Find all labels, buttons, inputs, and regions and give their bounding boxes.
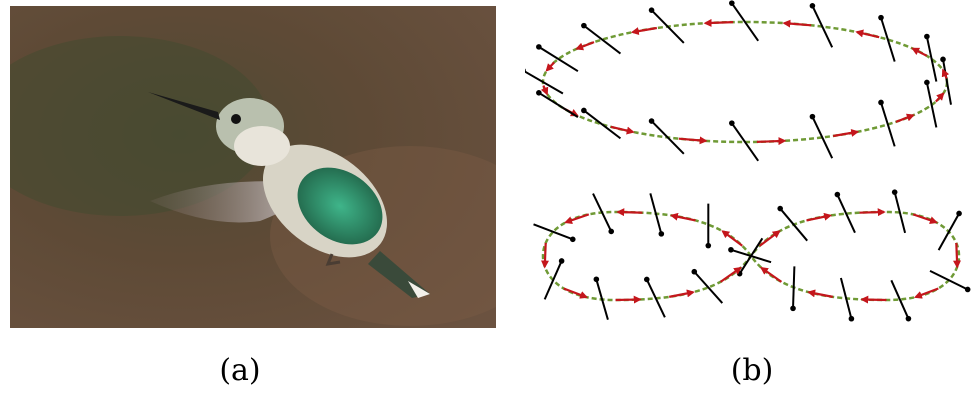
ellipse-arrow-9 (547, 62, 554, 70)
ellipse-wing-1-line (943, 59, 951, 104)
figure-eight-wing-16-dot (906, 316, 912, 322)
ellipse-arrow-3 (833, 132, 857, 136)
ellipse-wing-8-line (539, 93, 578, 117)
figure-eight-wing-18-line (793, 266, 794, 308)
figure-eight-wing-7-dot (594, 276, 600, 282)
ellipse-wing-strokes (525, 0, 951, 160)
figure-eight-arrow-4 (566, 214, 589, 222)
ellipse-wing-7-line (584, 110, 621, 138)
figure-eight-wing-11-dot (777, 206, 783, 212)
figure-eight-wing-10-dot (728, 247, 734, 253)
ellipse-arrow-14 (857, 32, 879, 37)
figure-eight-arrow-6 (564, 288, 587, 297)
ellipse-wing-14-dot (810, 3, 816, 9)
figure-eight-arrow-14 (956, 243, 957, 267)
ellipse-wing-7-dot (581, 108, 587, 114)
ellipse-wing-1-dot (940, 57, 946, 63)
figure-eight-wing-13-dot (892, 189, 898, 195)
ellipse-wing-8-dot (536, 90, 542, 96)
figure-eight-wing-15-line (930, 271, 968, 290)
ellipse-wing-4-dot (810, 114, 816, 120)
figure-eight-wing-6-dot (559, 258, 565, 264)
ellipse-wing-3-dot (878, 100, 884, 106)
figure-eight-wing-6-line (545, 261, 562, 299)
ellipse-arrow-10 (577, 42, 594, 49)
caption-b: (b) (712, 353, 792, 388)
figure-eight-wing-8-dot (644, 277, 650, 283)
caption-a: (a) (200, 353, 280, 388)
ellipse-wing-12-line (652, 10, 684, 43)
figure-eight-wing-1-dot (737, 271, 743, 277)
ellipse-arrow-1 (936, 94, 943, 102)
ellipse-wing-15-line (881, 18, 895, 62)
figure-eight-arrow-18 (762, 268, 782, 282)
ellipse-arrow-5 (679, 139, 706, 141)
ellipse-wing-10-dot (536, 44, 542, 50)
wing-trajectory-diagram (525, 0, 971, 345)
figure-eight-wing-14-dot (956, 211, 962, 217)
ellipse-wing-2-dot (924, 80, 930, 86)
figure-eight-wing-15-dot (965, 287, 971, 293)
ellipse-arrow-11 (633, 28, 657, 32)
ellipse-wing-13-dot (729, 0, 735, 6)
ellipse-wing-5-dot (729, 120, 735, 126)
ellipse-wing-11-dot (581, 23, 587, 29)
ellipse-wing-6-dot (649, 118, 655, 124)
ellipse-wing-2-line (927, 82, 936, 127)
ellipse-wing-10-line (539, 47, 578, 71)
figure-eight-arrow-13 (913, 214, 936, 222)
figure-eight-wing-strokes (534, 189, 971, 321)
figure-eight-arrow-11 (806, 216, 830, 221)
ellipse-wing-11-line (584, 26, 621, 54)
figure-eight-wing-17-line (841, 278, 851, 319)
ellipse-arrow-15 (913, 49, 927, 56)
figure-eight-arrow-2 (672, 216, 696, 221)
figure-eight-arrow-3 (618, 212, 642, 213)
figure-eight-wing-5-dot (570, 237, 576, 243)
figure-eight-wing-7-line (596, 279, 608, 319)
ellipse-wing-16-dot (924, 34, 930, 40)
ellipse-arrow-6 (611, 127, 633, 132)
figure-eight-wing-2-dot (705, 243, 711, 249)
ellipse-arrow-13 (784, 23, 811, 25)
figure-eight-wing-17-dot (849, 316, 855, 322)
figure-eight-wing-18-dot (790, 306, 796, 312)
ellipse-arrow-12 (706, 22, 734, 23)
ellipse-wing-16-line (927, 37, 936, 82)
figure-eight-wing-10-line (731, 250, 771, 262)
figure-eight-wing-5-line (534, 224, 573, 239)
figure-eight-arrow-12 (860, 212, 884, 213)
figure-eight-arrow-15 (916, 288, 939, 297)
ellipse-wing-15-dot (878, 15, 884, 21)
figure-eight-arrow-7 (616, 299, 640, 300)
hummingbird-photo (10, 6, 496, 328)
figure-eight-wing-9-line (694, 272, 722, 303)
figure-eight-arrow-5 (545, 243, 546, 267)
ellipse-arrow-2 (896, 115, 913, 122)
figure-eight-arrow-16 (862, 299, 886, 300)
figure-eight-wing-12-dot (835, 192, 841, 198)
figure-eight-wing-3-line (650, 193, 661, 234)
figure-eight-wing-3-dot (659, 231, 665, 237)
ellipse-wing-12-dot (649, 7, 655, 13)
figure-eight-wing-9-dot (691, 269, 697, 275)
ellipse-arrow-4 (757, 141, 785, 142)
ellipse-wing-6-line (652, 121, 684, 154)
figure-eight-arrow-1 (723, 231, 742, 245)
figure-eight-wing-11-line (780, 209, 807, 241)
ellipse-wing-3-line (881, 102, 895, 146)
figure-eight-wing-4-dot (608, 229, 614, 235)
